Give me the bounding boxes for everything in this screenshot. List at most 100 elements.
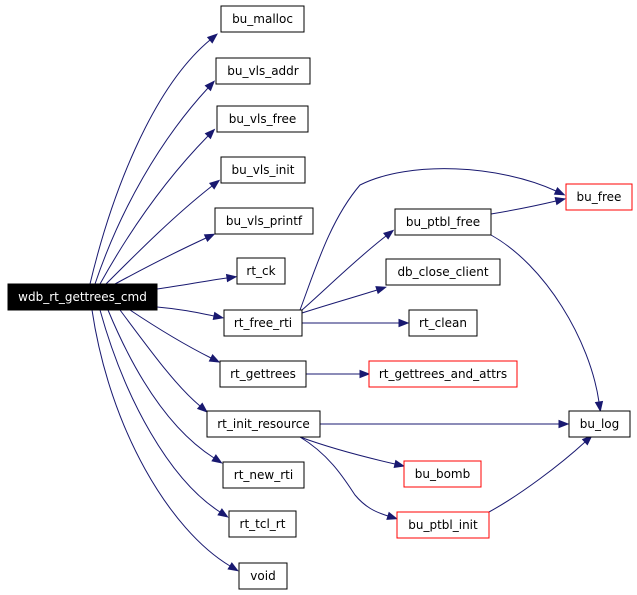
node-bu_malloc[interactable]: bu_malloc: [220, 5, 305, 33]
edge-rt_init_resource-to-bu_log: [320, 419, 570, 429]
node-label: bu_vls_addr: [227, 64, 298, 78]
edge-arrowhead: [386, 511, 398, 520]
edge-line: [107, 309, 215, 459]
node-bu_free[interactable]: bu_free: [565, 183, 633, 211]
node-label: bu_ptbl_free: [406, 215, 480, 229]
edge-line: [91, 309, 231, 567]
node-box: [385, 258, 501, 286]
edge-arrowhead: [393, 459, 406, 469]
edge-arrowhead: [204, 80, 216, 92]
node-bu_vls_init[interactable]: bu_vls_init: [220, 156, 306, 184]
node-label: rt_gettrees_and_attrs: [379, 367, 507, 381]
edge-wdb_rt_gettrees_cmd-to-rt_tcl_rt: [99, 309, 229, 518]
node-box: [568, 410, 631, 438]
edge-line: [89, 39, 211, 285]
node-box: [396, 511, 490, 539]
edge-arrowhead: [227, 562, 239, 572]
node-rt_tcl_rt[interactable]: rt_tcl_rt: [228, 510, 297, 538]
node-box: [394, 208, 492, 236]
edges-layer: [89, 33, 604, 572]
edge-bu_ptbl_free-to-bu_free: [490, 196, 567, 215]
edge-rt_free_rti-to-bu_ptbl_free: [301, 229, 395, 311]
node-bu_vls_addr[interactable]: bu_vls_addr: [215, 57, 311, 85]
edge-arrowhead: [558, 419, 570, 429]
edge-rt_free_rti-to-db_close_client: [301, 286, 387, 314]
nodes-layer: wdb_rt_gettrees_cmd bu_malloc bu_vls_addrb…: [7, 5, 633, 590]
edge-wdb_rt_gettrees_cmd-to-rt_free_rti: [156, 306, 225, 321]
node-box: [403, 460, 482, 488]
node-bu_bomb[interactable]: bu_bomb: [403, 460, 482, 488]
node-rt_free_rti[interactable]: rt_free_rti: [223, 309, 303, 337]
edge-wdb_rt_gettrees_cmd-to-rt_init_resource: [119, 309, 208, 413]
edge-arrowhead: [208, 179, 221, 190]
edge-rt_init_resource-to-bu_bomb: [299, 436, 406, 469]
edge-line: [156, 277, 228, 290]
edge-rt_free_rti-to-bu_free: [299, 168, 566, 311]
edge-line: [114, 237, 207, 285]
node-label: bu_log: [580, 417, 620, 431]
edge-arrowhead: [554, 196, 567, 206]
edge-line: [99, 135, 209, 285]
node-box: [222, 461, 305, 489]
node-bu_ptbl_free[interactable]: bu_ptbl_free: [394, 208, 492, 236]
edge-wdb_rt_gettrees_cmd-to-bu_vls_addr: [94, 80, 216, 285]
edge-arrowhead: [375, 286, 387, 295]
node-label: void: [250, 569, 275, 583]
node-box: [216, 105, 309, 133]
node-bu_vls_free[interactable]: bu_vls_free: [216, 105, 309, 133]
edge-wdb_rt_gettrees_cmd-to-bu_vls_free: [99, 128, 216, 285]
edge-wdb_rt_gettrees_cmd-to-bu_malloc: [89, 33, 218, 285]
edge-arrowhead: [581, 434, 593, 446]
node-void[interactable]: void: [238, 562, 288, 590]
edge-line: [488, 441, 586, 513]
node-rt_clean[interactable]: rt_clean: [408, 309, 478, 337]
edge-line: [94, 87, 209, 285]
node-box: [565, 183, 633, 211]
edge-rt_init_resource-to-bu_ptbl_init: [299, 436, 398, 520]
node-box: [219, 360, 307, 388]
edge-wdb_rt_gettrees_cmd-to-rt_gettrees: [129, 309, 221, 363]
edge-line: [490, 200, 557, 215]
node-rt_gettrees[interactable]: rt_gettrees: [219, 360, 307, 388]
edge-arrowhead: [225, 273, 238, 283]
node-label: bu_vls_printf: [226, 214, 303, 228]
edge-line: [301, 289, 378, 314]
node-rt_gettrees_and_attrs[interactable]: rt_gettrees_and_attrs: [368, 360, 518, 388]
edge-wdb_rt_gettrees_cmd-to-rt_ck: [156, 273, 238, 290]
node-box: [408, 309, 478, 337]
node-label: bu_ptbl_init: [408, 518, 478, 532]
node-box: [214, 207, 314, 235]
node-bu_vls_printf[interactable]: bu_vls_printf: [214, 207, 314, 235]
node-box: [228, 510, 297, 538]
node-db_close_client[interactable]: db_close_client: [385, 258, 501, 286]
edge-rt_free_rti-to-rt_clean: [302, 318, 410, 328]
edge-line: [156, 306, 215, 317]
edge-line: [299, 436, 389, 517]
edge-arrowhead: [594, 400, 604, 413]
edge-wdb_rt_gettrees_cmd-to-rt_new_rti: [107, 309, 223, 464]
edge-arrowhead: [359, 369, 371, 379]
node-label: bu_free: [577, 190, 622, 204]
edge-arrowhead: [196, 402, 208, 413]
edge-arrowhead: [383, 229, 395, 240]
node-box: [223, 309, 303, 337]
node-label: bu_vls_free: [229, 112, 297, 126]
edge-arrowhead: [206, 33, 218, 44]
node-bu_ptbl_init[interactable]: bu_ptbl_init: [396, 511, 490, 539]
node-wdb_rt_gettrees_cmd[interactable]: wdb_rt_gettrees_cmd: [7, 283, 158, 311]
edge-arrowhead: [208, 353, 221, 363]
node-label: rt_ck: [246, 264, 275, 278]
edge-wdb_rt_gettrees_cmd-to-bu_vls_init: [105, 179, 221, 285]
edge-arrowhead: [203, 233, 216, 243]
node-bu_log[interactable]: bu_log: [568, 410, 631, 438]
node-label: rt_new_rti: [234, 468, 293, 482]
node-label: rt_init_resource: [217, 417, 310, 431]
node-rt_ck[interactable]: rt_ck: [236, 257, 286, 285]
edge-line: [105, 185, 213, 285]
node-label: wdb_rt_gettrees_cmd: [18, 290, 147, 304]
node-rt_init_resource[interactable]: rt_init_resource: [206, 410, 321, 438]
edge-line: [129, 309, 212, 359]
node-rt_new_rti[interactable]: rt_new_rti: [222, 461, 305, 489]
node-box: [238, 562, 288, 590]
